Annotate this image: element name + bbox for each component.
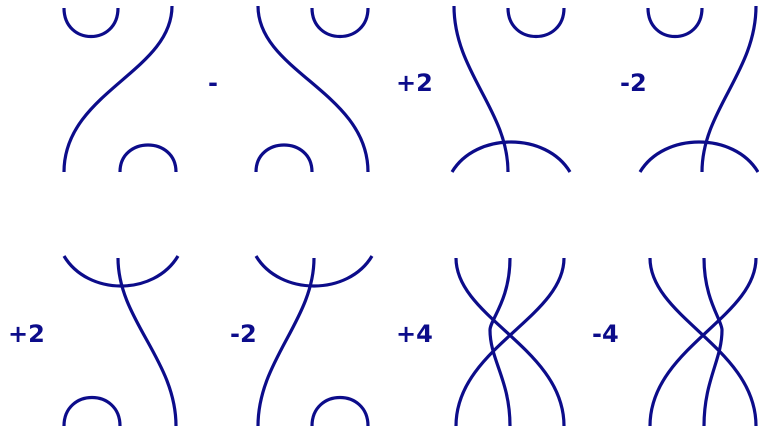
diagonal-strand <box>700 5 758 173</box>
diagonal-strand <box>256 5 370 173</box>
diagonal-strand <box>452 5 510 173</box>
cup-bottom <box>450 140 572 173</box>
cap-top <box>254 255 374 288</box>
tangle-row2-2 <box>254 255 374 427</box>
strand-left-to-right <box>648 257 758 427</box>
cap-top <box>646 7 704 39</box>
strand-left-to-right <box>454 257 566 427</box>
tangle-row2-4 <box>648 257 758 427</box>
cup-bottom <box>118 143 178 173</box>
diagonal-strand <box>62 5 174 173</box>
coefficient-row2-plus2: +2 <box>8 320 45 348</box>
coefficient-row1-minus: - <box>208 69 218 97</box>
diagonal-strand <box>256 257 316 427</box>
cup-bottom <box>638 140 759 173</box>
strand-center-cross <box>488 257 512 427</box>
diagonal-strand <box>116 257 178 427</box>
strand-center-cross <box>702 257 724 427</box>
coefficient-row2-minus2: -2 <box>230 320 257 348</box>
tangle-row1-2 <box>254 5 370 173</box>
cup-bottom <box>254 143 314 173</box>
tangle-row1-4 <box>638 5 759 173</box>
tangle-row1-1 <box>62 5 178 173</box>
tangle-row2-1 <box>62 255 180 427</box>
tangle-row1-3 <box>450 5 572 173</box>
strand-right-to-left <box>648 257 758 427</box>
cup-bottom <box>310 395 370 427</box>
coefficient-row2-plus4: +4 <box>396 320 433 348</box>
coefficient-row1-plus2: +2 <box>396 69 433 97</box>
coefficient-row1-minus2: -2 <box>620 69 647 97</box>
cap-top <box>62 7 120 39</box>
tangle-row2-3 <box>454 257 566 427</box>
strand-right-to-left <box>454 257 566 427</box>
cap-top <box>506 7 566 39</box>
coefficient-row2-minus4: -4 <box>592 320 619 348</box>
cup-bottom <box>62 395 122 427</box>
cap-top <box>310 7 370 39</box>
